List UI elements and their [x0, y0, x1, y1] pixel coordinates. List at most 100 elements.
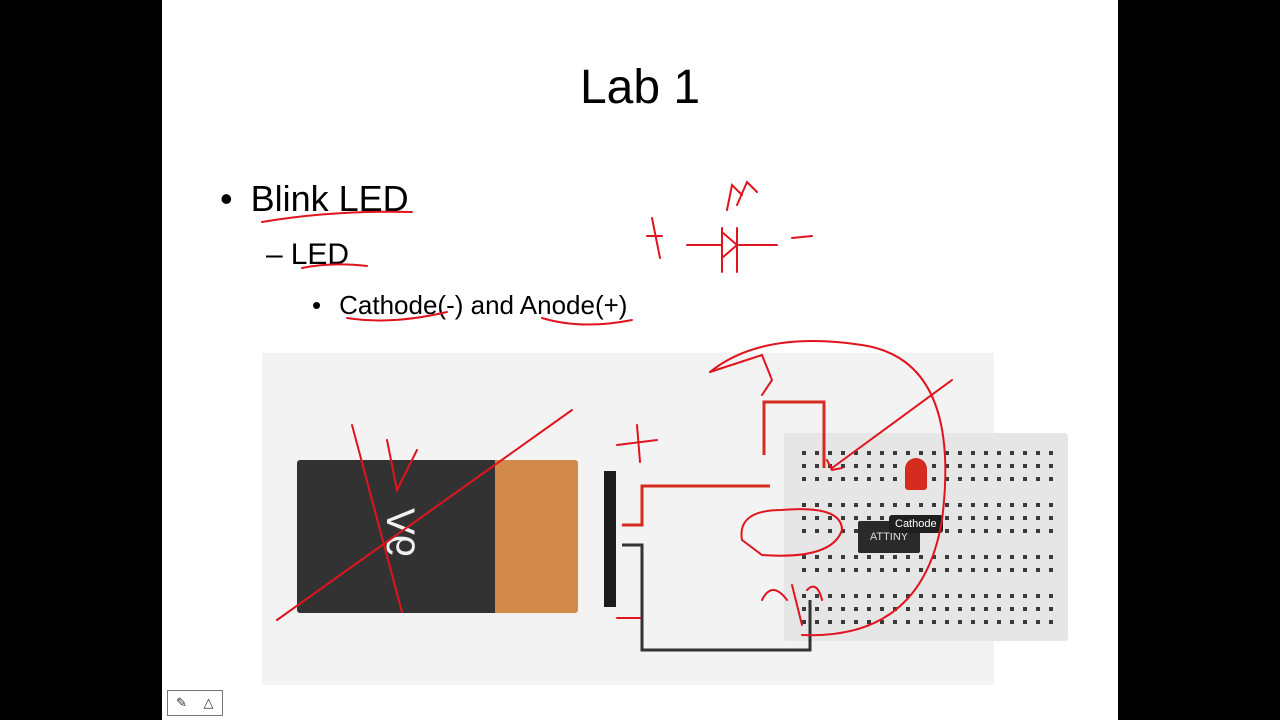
- breadboard-hole: [958, 464, 962, 468]
- breadboard-hole: [854, 607, 858, 611]
- triangle-icon[interactable]: △: [203, 695, 214, 710]
- breadboard-hole: [1049, 568, 1053, 572]
- breadboard-hole: [906, 451, 910, 455]
- breadboard-hole: [1010, 451, 1014, 455]
- breadboard-hole: [945, 451, 949, 455]
- breadboard-hole: [893, 568, 897, 572]
- breadboard-hole: [984, 503, 988, 507]
- breadboard-hole: [932, 568, 936, 572]
- breadboard-hole: [997, 503, 1001, 507]
- breadboard-hole: [1023, 555, 1027, 559]
- breadboard-hole: [906, 503, 910, 507]
- pen-icon[interactable]: ✎: [176, 695, 187, 710]
- anode-loop: [709, 340, 947, 637]
- breadboard-hole: [828, 620, 832, 624]
- breadboard-hole: [958, 477, 962, 481]
- breadboard-hole: [1036, 464, 1040, 468]
- breadboard-hole: [1036, 451, 1040, 455]
- cathode-circle: [740, 508, 844, 557]
- battery-terminal: [604, 471, 616, 607]
- breadboard-hole: [997, 464, 1001, 468]
- ink-annotations: [261, 180, 953, 637]
- breadboard-hole: [802, 516, 806, 520]
- breadboard-hole: [997, 529, 1001, 533]
- breadboard-hole: [945, 503, 949, 507]
- breadboard-hole: [958, 594, 962, 598]
- breadboard-hole: [841, 451, 845, 455]
- breadboard-hole: [802, 594, 806, 598]
- breadboard-hole: [880, 464, 884, 468]
- breadboard-hole: [971, 477, 975, 481]
- breadboard-hole: [867, 464, 871, 468]
- bullet-blink-led: •Blink LED: [220, 178, 409, 220]
- breadboard-hole: [984, 568, 988, 572]
- dash-marker: –: [266, 238, 283, 271]
- breadboard-hole: [1023, 607, 1027, 611]
- bullet-marker: •: [312, 290, 322, 320]
- breadboard-hole: [841, 464, 845, 468]
- breadboard-hole: [867, 594, 871, 598]
- breadboard-hole: [932, 555, 936, 559]
- breadboard-hole: [1010, 555, 1014, 559]
- breadboard-hole: [1010, 464, 1014, 468]
- breadboard-hole: [932, 477, 936, 481]
- breadboard-hole: [1049, 477, 1053, 481]
- breadboard-hole: [997, 620, 1001, 624]
- breadboard-hole: [841, 607, 845, 611]
- underline-cathode: [346, 311, 448, 322]
- breadboard-hole: [828, 477, 832, 481]
- breadboard-hole: [1049, 503, 1053, 507]
- battery-cross-1: [276, 409, 573, 621]
- breadboard-hole: [1023, 620, 1027, 624]
- breadboard-hole: [815, 568, 819, 572]
- breadboard-hole: [815, 464, 819, 468]
- wire-black-negative: [622, 543, 812, 652]
- breadboard-hole: [945, 568, 949, 572]
- breadboard-hole: [867, 568, 871, 572]
- breadboard-hole: [854, 503, 858, 507]
- breadboard-hole: [828, 555, 832, 559]
- breadboard-hole: [841, 555, 845, 559]
- breadboard-hole: [880, 594, 884, 598]
- breadboard-hole: [984, 529, 988, 533]
- breadboard-hole: [945, 594, 949, 598]
- breadboard-hole: [815, 620, 819, 624]
- breadboard-hole: [906, 555, 910, 559]
- breadboard-hole: [880, 516, 884, 520]
- breadboard-hole: [1036, 555, 1040, 559]
- breadboard-hole: [932, 464, 936, 468]
- breadboard-hole: [828, 503, 832, 507]
- breadboard-hole: [919, 607, 923, 611]
- breadboard-hole: [1036, 477, 1040, 481]
- breadboard-hole: [906, 594, 910, 598]
- underline-led: [301, 263, 368, 269]
- breadboard-hole: [880, 607, 884, 611]
- breadboard-hole: [867, 451, 871, 455]
- pin-numbers: [761, 584, 823, 626]
- breadboard-hole: [1036, 607, 1040, 611]
- breadboard-hole: [984, 620, 988, 624]
- breadboard-hole: [1049, 607, 1053, 611]
- breadboard-hole: [919, 555, 923, 559]
- breadboard-hole: [841, 477, 845, 481]
- breadboard-hole: [1023, 529, 1027, 533]
- breadboard-hole: [1049, 529, 1053, 533]
- breadboard-hole: [815, 555, 819, 559]
- annotation-toolbar: ✎△: [167, 690, 223, 716]
- breadboard-hole: [802, 607, 806, 611]
- breadboard-hole: [945, 477, 949, 481]
- breadboard-hole: [828, 516, 832, 520]
- breadboard-hole: [815, 451, 819, 455]
- breadboard-hole: [958, 620, 962, 624]
- breadboard-hole: [854, 529, 858, 533]
- breadboard-hole: [841, 529, 845, 533]
- led[interactable]: [905, 458, 927, 490]
- breadboard-hole: [880, 503, 884, 507]
- breadboard-hole: [945, 516, 949, 520]
- breadboard-hole: [997, 451, 1001, 455]
- battery-cross-2: [351, 424, 403, 613]
- breadboard-hole: [945, 529, 949, 533]
- breadboard-hole: [919, 620, 923, 624]
- breadboard-hole: [854, 594, 858, 598]
- breadboard-hole: [971, 464, 975, 468]
